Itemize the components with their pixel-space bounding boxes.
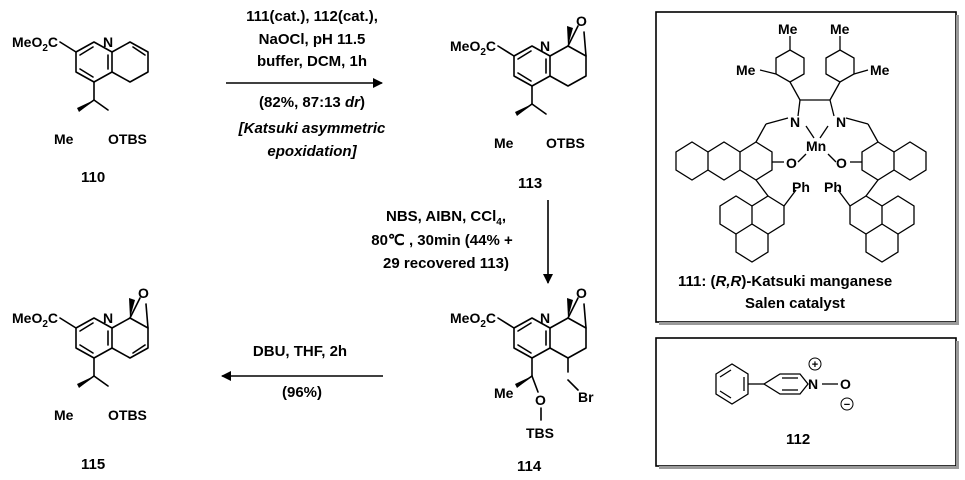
compound-label-110: 110 [81,169,105,186]
svg-text:O: O [786,155,797,171]
svg-text:N: N [103,310,113,326]
catalyst-111-box: Me Me Me Me N N Mn O O Ph Ph 111: (R,R)-… [655,11,959,325]
compound-110: MeO2C N Me OTBS 110 [12,34,149,186]
svg-text:N: N [836,114,846,130]
compound-115: MeO2C N O Me OTBS 115 [12,285,149,473]
svg-text:Ph: Ph [792,179,810,195]
compound-label-112: 112 [786,431,810,448]
svg-text:80℃ , 30min (44% +: 80℃ , 30min (44% + [371,232,513,249]
svg-text:111: (R,R)-Katsuki manganese: 111: (R,R)-Katsuki manganese [678,273,892,290]
svg-text:(82%, 87:13 dr): (82%, 87:13 dr) [259,94,365,111]
svg-text:O: O [836,155,847,171]
compound-label-113: 113 [518,175,542,192]
c110-me: Me [54,131,74,147]
c110-ester-text: MeO2C [12,34,58,54]
c115-ester-text: MeO2C [12,310,58,330]
svg-text:N: N [540,38,550,54]
c110-otbs: OTBS [108,131,147,147]
svg-text:NaOCl, pH 11.5: NaOCl, pH 11.5 [259,31,366,48]
svg-text:OTBS: OTBS [108,407,147,423]
compound-label-114: 114 [517,458,542,475]
svg-text:O: O [576,285,587,301]
step1-conditions: 111(cat.), 112(cat.), NaOCl, pH 11.5 buf… [238,8,386,160]
step3-conditions: DBU, THF, 2h (96%) [253,343,347,401]
c113-ester-text: MeO2C [450,38,496,58]
svg-text:O: O [576,13,587,29]
svg-text:(96%): (96%) [282,384,322,401]
svg-text:Me: Me [778,21,798,37]
svg-text:Me: Me [830,21,850,37]
svg-text:OTBS: OTBS [546,135,585,151]
svg-text:Mn: Mn [806,138,826,154]
step2-conditions: NBS, AIBN, CCl4, 80℃ , 30min (44% + 29 r… [371,208,513,272]
svg-text:buffer, DCM, 1h: buffer, DCM, 1h [257,53,367,70]
svg-text:N: N [790,114,800,130]
svg-text:[Katsuki asymmetric: [Katsuki asymmetric [238,120,386,137]
svg-text:Salen catalyst: Salen catalyst [745,295,845,312]
compound-label-115: 115 [81,456,105,473]
compound-113: MeO2C N O Me OTBS 113 [450,13,587,192]
svg-text:Br: Br [578,389,594,405]
c114-ester-text: MeO2C [450,310,496,330]
svg-text:N: N [808,376,818,392]
svg-text:+: + [812,359,818,371]
svg-text:Me: Me [736,62,756,78]
svg-text:TBS: TBS [526,425,554,441]
svg-text:epoxidation]: epoxidation] [267,143,357,160]
svg-text:111(cat.), 112(cat.),: 111(cat.), 112(cat.), [246,8,378,25]
svg-text:29 recovered 113): 29 recovered 113) [383,255,509,272]
svg-text:Me: Me [54,407,74,423]
svg-text:Me: Me [870,62,890,78]
svg-text:O: O [535,392,546,408]
compound-114: MeO2C N O Me O TBS Br 114 [450,285,594,475]
svg-text:NBS, AIBN, CCl4,: NBS, AIBN, CCl4, [386,208,506,228]
c110-n: N [103,34,113,50]
svg-text:DBU, THF, 2h: DBU, THF, 2h [253,343,347,360]
svg-text:O: O [840,376,851,392]
svg-text:Me: Me [494,385,514,401]
svg-text:O: O [138,285,149,301]
noxide-112-box: N O + − 112 [655,337,959,469]
svg-text:N: N [540,310,550,326]
svg-text:−: − [844,399,850,411]
svg-text:Ph: Ph [824,179,842,195]
svg-text:Me: Me [494,135,514,151]
